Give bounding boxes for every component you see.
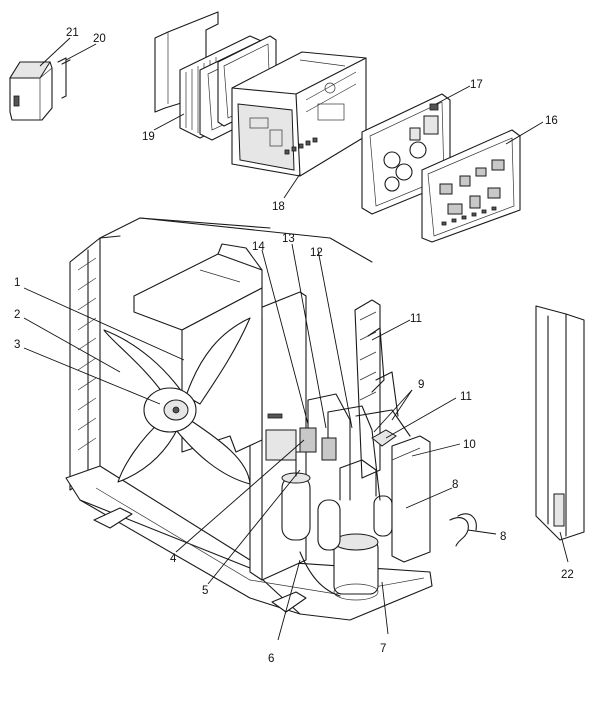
callout-16: 16 (545, 115, 558, 127)
callout-12: 11 (410, 313, 422, 325)
callout-1: 1 (14, 277, 20, 289)
callout-8-right: 8 (500, 531, 506, 543)
part-16-inverter-board (421, 129, 521, 243)
callout-2: 2 (14, 309, 20, 321)
callout-6: 6 (268, 653, 274, 665)
callout-20: 20 (93, 33, 106, 45)
callout-7: 7 (380, 643, 386, 655)
part-20-rod (57, 57, 71, 99)
callout-8-left: 8 (452, 479, 458, 491)
part-22-side-panel (535, 305, 585, 541)
callout-13: 12 (310, 247, 323, 259)
part-21-box (9, 61, 53, 121)
callout-18: 18 (272, 201, 285, 213)
callout-14: 13 (282, 233, 295, 245)
part-18-control-box-frame (231, 51, 367, 177)
callout-9: 9 (418, 379, 424, 391)
callout-17: 17 (470, 79, 483, 91)
callout-15: 14 (252, 241, 265, 253)
callout-labels: 21 20 19 18 17 16 1 2 3 14 13 12 11 9 11… (14, 27, 574, 665)
part-8-hose (449, 513, 477, 547)
compressor-assembly (281, 327, 431, 601)
leader-lines (23, 37, 569, 641)
callout-11: 11 (460, 391, 472, 403)
callout-21: 21 (66, 27, 79, 39)
callout-22: 22 (561, 569, 574, 581)
callout-5: 5 (202, 585, 208, 597)
callout-10: 10 (463, 439, 476, 451)
fan-blade (103, 317, 251, 485)
callout-4: 4 (170, 553, 177, 565)
callout-3: 3 (14, 339, 20, 351)
callout-19: 19 (142, 131, 155, 143)
